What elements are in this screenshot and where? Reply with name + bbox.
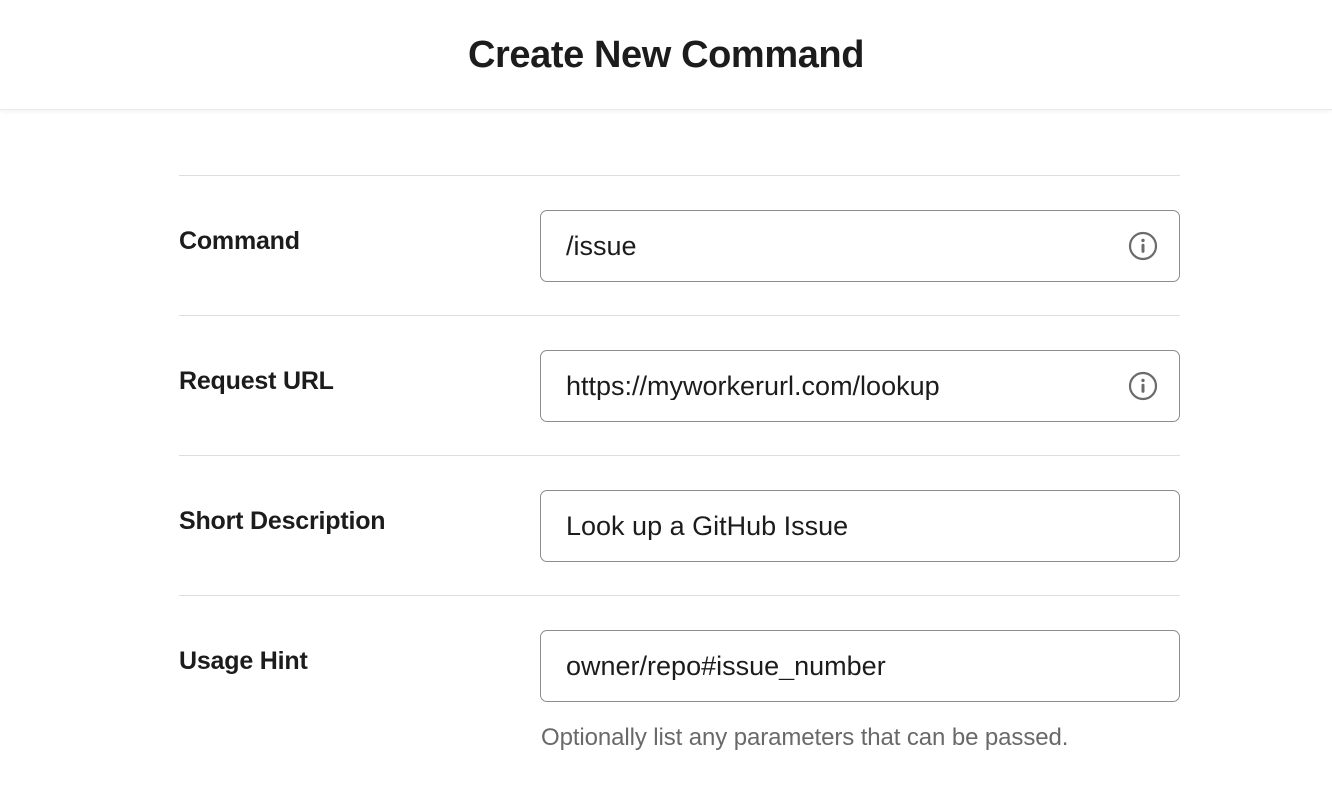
page-title: Create New Command bbox=[467, 33, 865, 76]
divider bbox=[179, 455, 1180, 456]
form-label-col: Command bbox=[179, 210, 540, 256]
short-description-input[interactable]: Look up a GitHub Issue bbox=[540, 490, 1180, 562]
form-row-request-url: Request URL https://myworkerurl.com/look… bbox=[179, 316, 1180, 455]
label-usage-hint: Usage Hint bbox=[179, 647, 308, 675]
form-field-col: Look up a GitHub Issue bbox=[540, 490, 1180, 562]
dialog-header: Create New Command bbox=[0, 0, 1332, 110]
divider bbox=[179, 175, 1180, 176]
label-request-url: Request URL bbox=[179, 367, 334, 395]
short-description-input-value: Look up a GitHub Issue bbox=[566, 512, 849, 540]
info-circle-icon[interactable] bbox=[1128, 371, 1158, 401]
label-command: Command bbox=[179, 227, 300, 255]
form-field-col: /issue bbox=[540, 210, 1180, 282]
command-input-value: /issue bbox=[566, 232, 637, 260]
request-url-input-value: https://myworkerurl.com/lookup bbox=[566, 372, 940, 400]
command-form: Command /issue Reques bbox=[179, 110, 1180, 786]
dialog-body: Command /issue Reques bbox=[0, 110, 1332, 810]
request-url-input[interactable]: https://myworkerurl.com/lookup bbox=[540, 350, 1180, 422]
form-row-short-description: Short Description Look up a GitHub Issue bbox=[179, 456, 1180, 595]
form-row-command: Command /issue bbox=[179, 176, 1180, 315]
command-input[interactable]: /issue bbox=[540, 210, 1180, 282]
divider bbox=[179, 315, 1180, 316]
usage-hint-input[interactable]: owner/repo#issue_number bbox=[540, 630, 1180, 702]
usage-hint-help-text: Optionally list any parameters that can … bbox=[541, 724, 1069, 751]
info-circle-icon[interactable] bbox=[1128, 231, 1158, 261]
divider bbox=[179, 595, 1180, 596]
form-row-usage-hint: Usage Hint owner/repo#issue_number Optio… bbox=[179, 596, 1180, 786]
form-label-col: Request URL bbox=[179, 350, 540, 396]
form-field-col: owner/repo#issue_number Optionally list … bbox=[540, 630, 1180, 753]
form-label-col: Short Description bbox=[179, 490, 540, 536]
form-label-col: Usage Hint bbox=[179, 630, 540, 676]
usage-hint-input-value: owner/repo#issue_number bbox=[566, 652, 886, 680]
form-field-col: https://myworkerurl.com/lookup bbox=[540, 350, 1180, 422]
label-short-description: Short Description bbox=[179, 507, 386, 535]
